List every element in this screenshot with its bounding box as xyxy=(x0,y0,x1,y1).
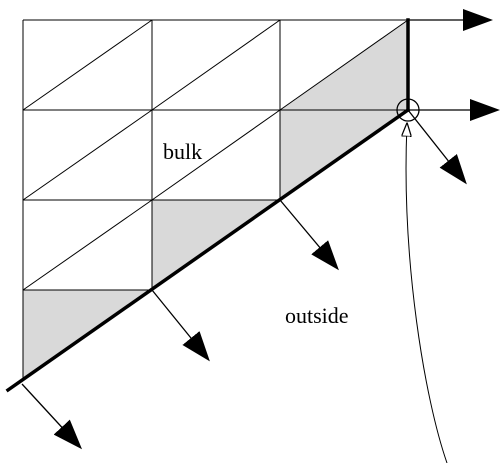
mesh-edge xyxy=(22,199,153,291)
normal-arrow xyxy=(151,289,210,362)
boundary xyxy=(5,18,411,393)
normal-arrow xyxy=(279,199,339,271)
mesh-edge xyxy=(151,19,281,111)
mesh-edge xyxy=(151,109,281,201)
label-bulk: bulk xyxy=(163,139,202,164)
boundary-diagonal xyxy=(5,107,411,393)
pointer-curve xyxy=(406,124,448,463)
mesh-edge xyxy=(279,19,409,111)
mesh-grid xyxy=(22,19,409,380)
corner-node-circle xyxy=(396,98,420,122)
label-outside: outside xyxy=(285,303,349,328)
normal-arrow xyxy=(21,383,83,450)
mesh-edge xyxy=(22,19,153,111)
normal-arrows xyxy=(21,9,500,450)
mesh-edge xyxy=(22,109,153,201)
normal-arrow xyxy=(407,109,467,185)
